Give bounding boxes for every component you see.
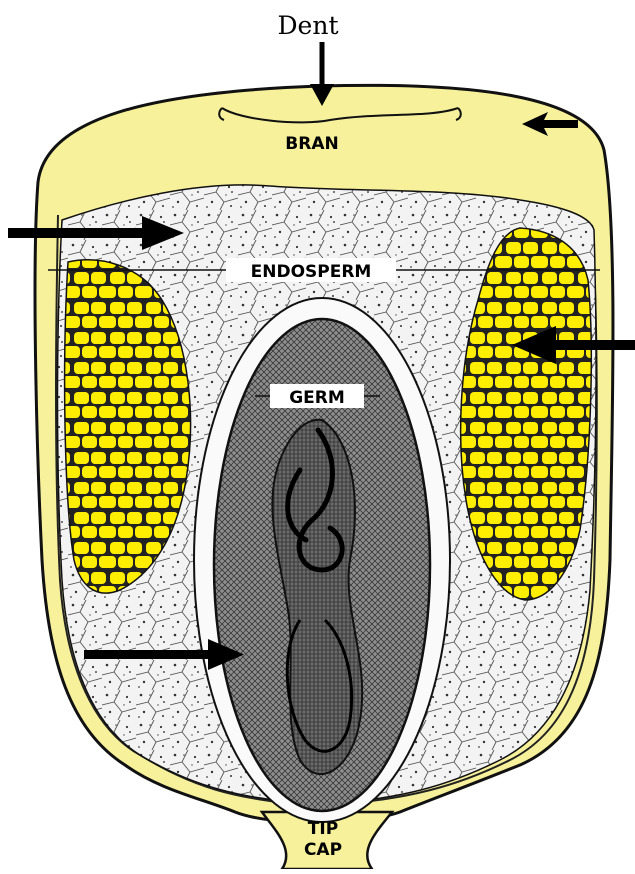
dent-label: Dent: [278, 11, 339, 40]
endosperm-label: ENDOSPERM: [251, 262, 372, 282]
bran-label: BRAN: [285, 134, 338, 154]
cap-label: CAP: [304, 840, 342, 860]
tip-label: TIP: [308, 819, 338, 839]
germ-label: GERM: [289, 388, 345, 408]
